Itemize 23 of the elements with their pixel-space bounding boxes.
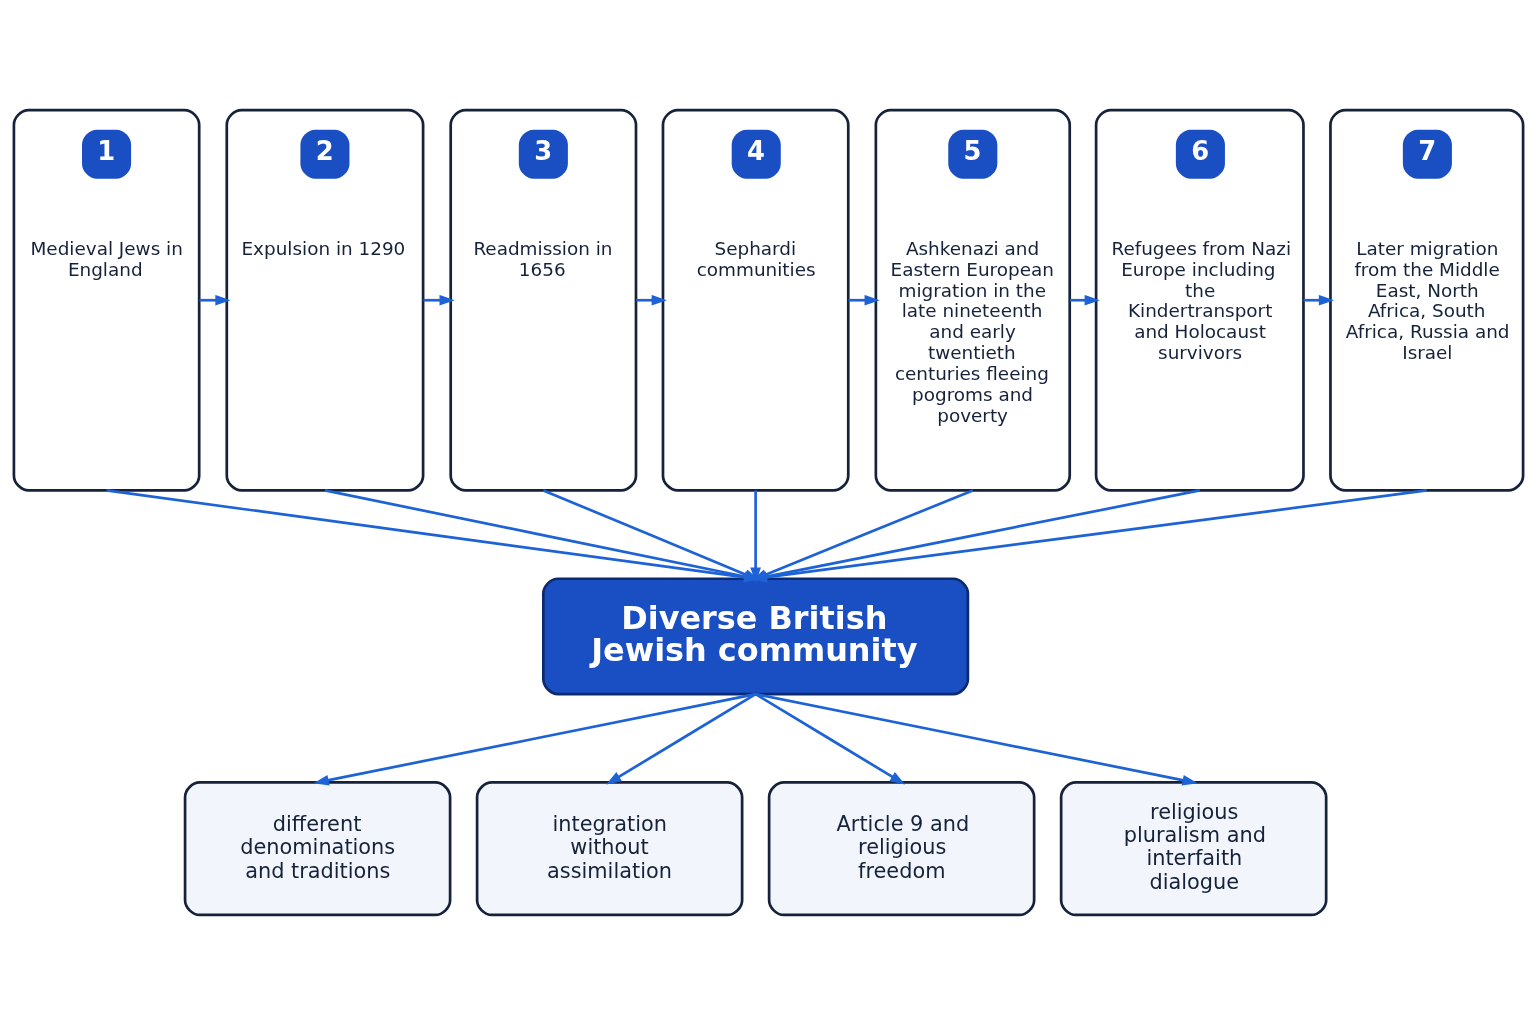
node-box: 1 Medieval Jews in England [12, 108, 201, 492]
arrow [754, 692, 1198, 785]
node-box: religious pluralism and interfaith dialogue [1059, 780, 1327, 916]
node-box: 3 Readmission in 1656 [448, 108, 637, 492]
arrow [423, 294, 455, 306]
arrow [1069, 294, 1100, 306]
arrow [199, 294, 231, 306]
node-box: Diverse British Jewish community [541, 576, 969, 695]
node-box: 2 Expulsion in 1290 [224, 108, 424, 492]
arrow [1303, 294, 1334, 306]
node-box: 5 Ashkenazi and Eastern European migration in the late nineteenth and early twentieth centuries fleeing pogroms and poverty [874, 108, 1071, 492]
arrow [605, 692, 756, 785]
arrow [313, 692, 756, 785]
arrow [749, 489, 761, 583]
node-box: different denominations and traditions [183, 780, 451, 916]
node-box: 4 Sephardi communities [661, 108, 850, 492]
arrow [754, 692, 905, 785]
node-box: Article 9 and religious freedom [767, 780, 1035, 916]
node-box: 6 Refugees from Nazi Europe including the Kindertransport and Holocaust survivors [1094, 108, 1305, 492]
node-box: integration without assimilation [475, 780, 743, 916]
arrow [848, 294, 880, 306]
node-box: 7 Later migration from the Middle East, North Africa, South Africa, Russia and Israel [1328, 108, 1524, 492]
arrow [635, 294, 667, 306]
